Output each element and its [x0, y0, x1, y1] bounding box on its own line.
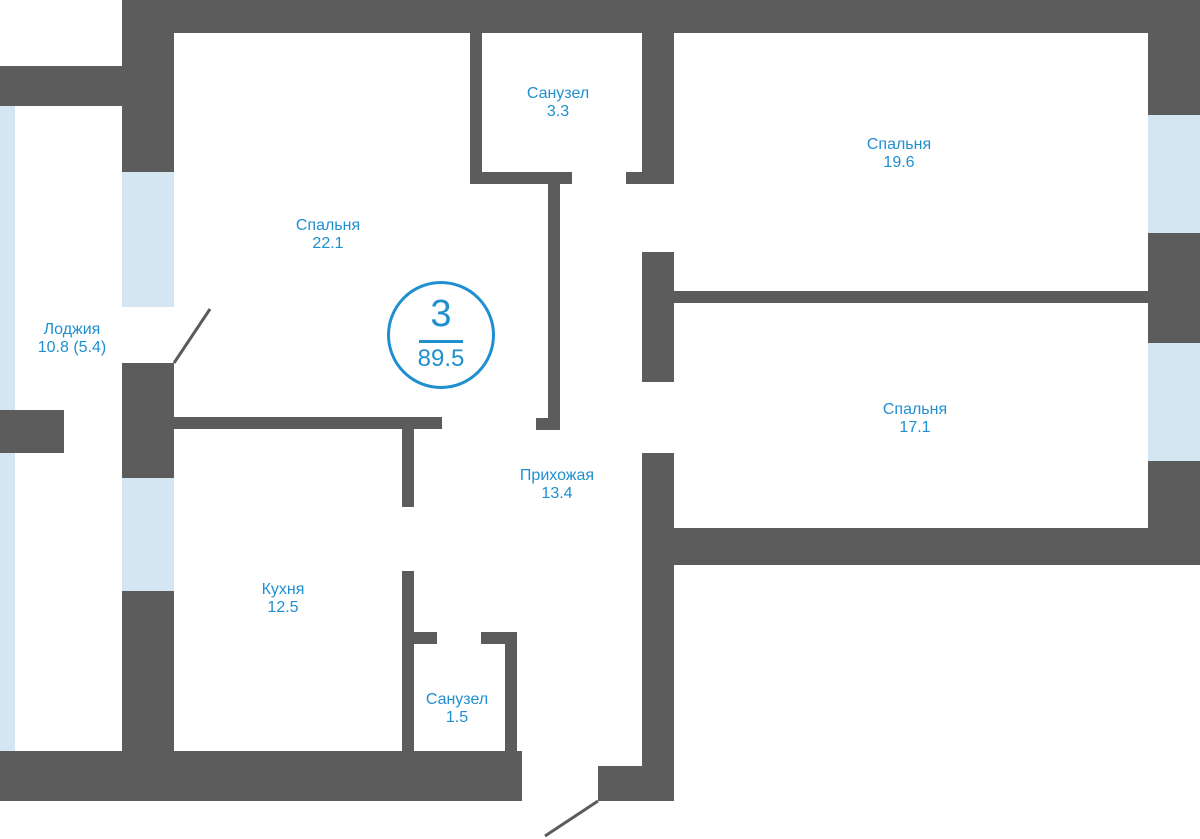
- room-area: 13.4: [541, 485, 573, 502]
- room-area: 3.3: [546, 103, 570, 120]
- windows: [0, 105, 1200, 752]
- room-area: 17.1: [899, 419, 931, 436]
- wall-segments: [0, 0, 1200, 801]
- room-name: Спальня: [866, 136, 932, 153]
- total-area: 89.5: [417, 345, 465, 372]
- room-name: Санузел: [425, 691, 489, 708]
- window-bedroom-3: [1148, 343, 1200, 461]
- room-name: Спальня: [882, 401, 948, 418]
- door-entrance: [544, 799, 599, 838]
- apartment-badge: 3 89.5: [387, 281, 495, 389]
- rooms-count: 3: [430, 293, 452, 335]
- room-name: Прихожая: [519, 467, 595, 484]
- room-kitchen: Кухня 12.5: [262, 581, 305, 617]
- room-bedroom-2: Спальня 19.6: [867, 136, 931, 172]
- room-area: 22.1: [312, 235, 344, 252]
- room-loggia: Лоджия 10.8 (5.4): [38, 321, 106, 357]
- room-hallway: Прихожая 13.4: [520, 467, 594, 503]
- room-bedroom-3: Спальня 17.1: [883, 401, 947, 437]
- room-name: Спальня: [295, 217, 361, 234]
- room-area: 19.6: [883, 154, 915, 171]
- room-bedroom-1: Спальня 22.1: [296, 217, 360, 253]
- room-bathroom-1: Санузел 3.3: [527, 85, 589, 121]
- room-area: 1.5: [445, 709, 469, 726]
- doors: [172, 308, 599, 838]
- room-name: Кухня: [261, 581, 305, 598]
- room-name: Санузел: [526, 85, 590, 102]
- badge-divider: [419, 340, 463, 343]
- room-name: Лоджия: [43, 321, 101, 338]
- room-bathroom-2: Санузел 1.5: [426, 691, 488, 727]
- door-loggia: [172, 308, 212, 364]
- window-bedroom-2: [1148, 115, 1200, 233]
- window-bedroom-1: [122, 172, 174, 307]
- window-kitchen: [122, 478, 174, 591]
- room-area: 10.8 (5.4): [37, 339, 107, 356]
- room-area: 12.5: [267, 599, 299, 616]
